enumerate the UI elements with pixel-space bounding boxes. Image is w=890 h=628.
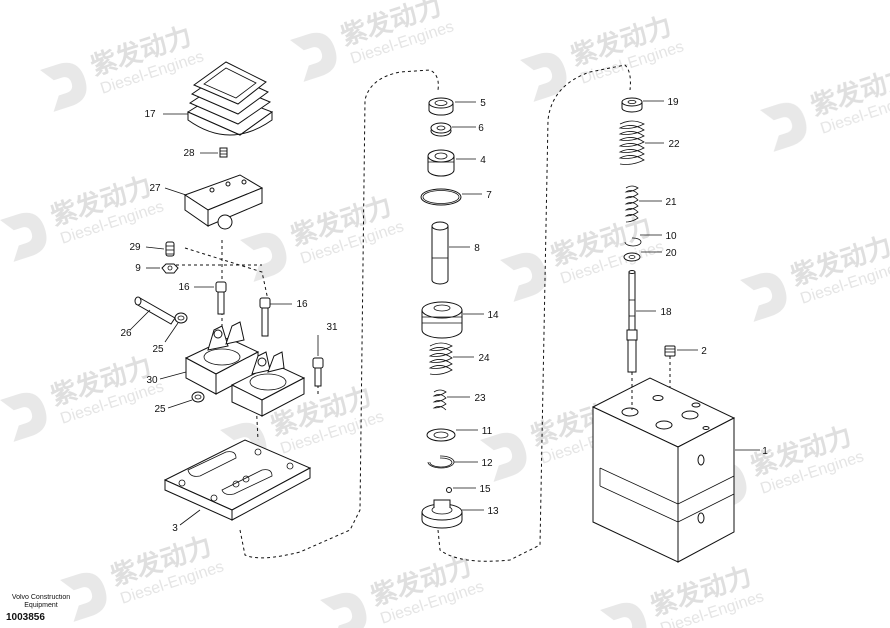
label-30: 30 xyxy=(146,375,158,386)
part-16-bolt-a xyxy=(215,281,227,315)
label-26: 26 xyxy=(120,328,132,339)
part-12-snap-ring xyxy=(427,455,455,469)
part-15-ball xyxy=(446,487,452,493)
part-9-nut xyxy=(161,263,179,274)
label-2: 2 xyxy=(701,346,707,357)
label-28: 28 xyxy=(183,148,195,159)
label-8: 8 xyxy=(474,243,480,254)
label-25-b: 25 xyxy=(154,404,166,415)
part-26-pin xyxy=(134,296,176,325)
part-labels: 17 28 27 29 9 16 16 26 25 31 30 25 3 5 6… xyxy=(120,97,768,534)
part-7-o-ring xyxy=(420,188,462,206)
label-12: 12 xyxy=(481,458,493,469)
label-10: 10 xyxy=(665,231,677,242)
label-11: 11 xyxy=(482,426,493,437)
label-20: 20 xyxy=(665,248,677,259)
label-31: 31 xyxy=(326,322,338,333)
part-1-valve-body xyxy=(591,372,736,563)
label-1: 1 xyxy=(762,446,768,457)
part-6-seal xyxy=(430,122,452,137)
part-20-washer xyxy=(623,252,641,262)
label-27: 27 xyxy=(149,183,161,194)
part-24-spring xyxy=(428,342,453,375)
part-19-cap xyxy=(621,97,643,113)
part-31-bolt xyxy=(312,357,324,387)
label-13: 13 xyxy=(487,506,499,517)
label-25-a: 25 xyxy=(152,344,164,355)
part-28-screw xyxy=(219,147,228,158)
part-number: 1003856 xyxy=(6,612,45,623)
part-22-spring xyxy=(618,120,645,165)
part-16-bolt-b xyxy=(259,297,271,337)
part-3-base-plate xyxy=(163,439,312,521)
assembly-path-right xyxy=(437,64,631,562)
assembly-path-left xyxy=(239,69,439,559)
label-29: 29 xyxy=(129,242,141,253)
caption-text: Volvo Construction Equipment xyxy=(6,594,76,610)
part-25-bushing-a xyxy=(174,312,188,324)
caption-line-2: Equipment xyxy=(24,602,58,609)
label-7: 7 xyxy=(486,190,492,201)
label-5: 5 xyxy=(480,98,486,109)
label-3: 3 xyxy=(172,523,178,534)
label-16-b: 16 xyxy=(296,299,308,310)
label-16-a: 16 xyxy=(178,282,190,293)
part-5-cap xyxy=(428,97,454,116)
part-25-bushing-b xyxy=(191,391,205,403)
part-30-cam-blocks xyxy=(184,321,306,417)
part-23-spring xyxy=(432,389,447,411)
label-17: 17 xyxy=(144,109,156,120)
part-10-snap-ring xyxy=(624,237,642,247)
leader-lines xyxy=(129,100,760,526)
part-13-seat xyxy=(421,499,463,529)
part-8-push-rod xyxy=(431,221,449,285)
part-11-washer xyxy=(426,428,456,442)
label-14: 14 xyxy=(487,310,499,321)
label-22: 22 xyxy=(668,139,680,150)
part-17-rubber-boot xyxy=(186,61,274,136)
label-21: 21 xyxy=(665,197,677,208)
label-19: 19 xyxy=(667,97,679,108)
label-4: 4 xyxy=(480,155,486,166)
caption-line-1: Volvo Construction xyxy=(11,594,71,601)
part-27-bracket xyxy=(183,174,264,230)
part-18-spool xyxy=(626,270,638,373)
label-6: 6 xyxy=(478,123,484,134)
label-18: 18 xyxy=(660,307,672,318)
part-14-spring-seat xyxy=(421,301,463,339)
label-9: 9 xyxy=(135,263,141,274)
label-23: 23 xyxy=(474,393,486,404)
label-24: 24 xyxy=(478,353,490,364)
part-4-plug xyxy=(427,149,455,177)
part-29-spring xyxy=(165,241,175,257)
label-15: 15 xyxy=(479,484,491,495)
part-21-spring xyxy=(624,185,639,223)
